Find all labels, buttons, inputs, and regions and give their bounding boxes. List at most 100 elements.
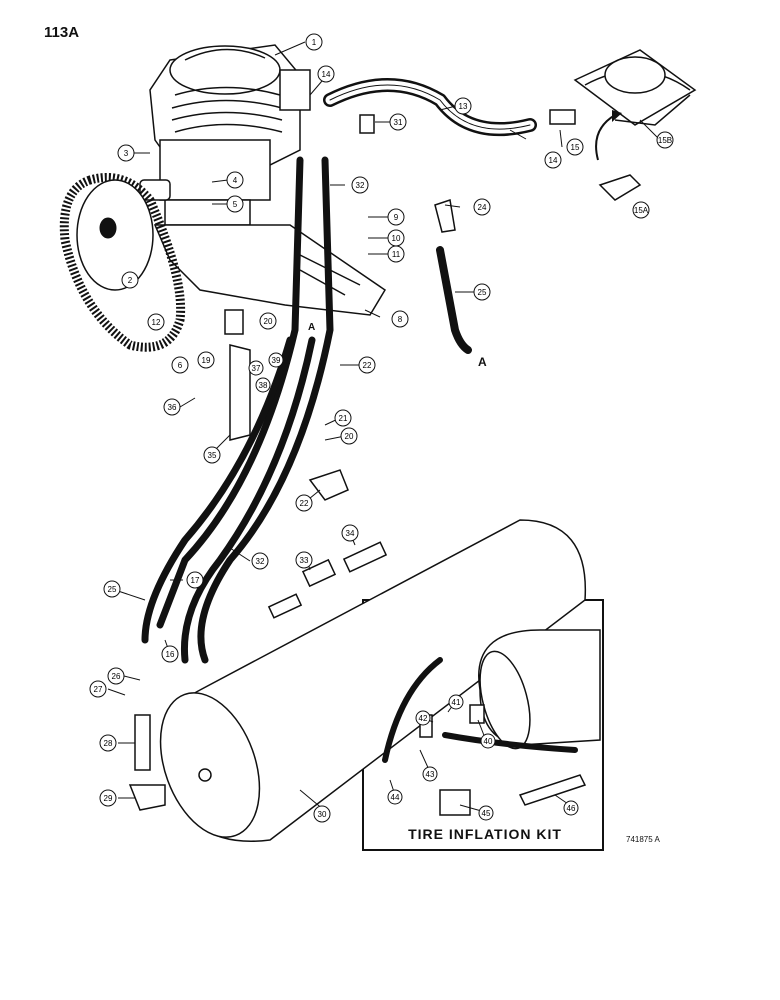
svg-text:8: 8 <box>398 315 403 324</box>
svg-text:1: 1 <box>312 38 317 47</box>
svg-text:33: 33 <box>300 556 309 565</box>
svg-text:14: 14 <box>322 70 331 79</box>
callout-41: 41 <box>448 694 464 710</box>
svg-text:21: 21 <box>339 414 348 423</box>
mounting-plate <box>153 224 387 316</box>
drive-belt <box>59 173 186 352</box>
svg-text:22: 22 <box>363 361 372 370</box>
callout-43: 43 <box>422 766 438 782</box>
callout-29: 29 <box>99 789 117 807</box>
fittings <box>128 109 642 816</box>
arrow-head-icon <box>612 110 622 122</box>
callout-15: 15 <box>566 138 584 156</box>
callout-15b: 15B <box>656 131 674 149</box>
callout-28: 28 <box>99 734 117 752</box>
svg-text:9: 9 <box>394 213 399 222</box>
callout-19: 19 <box>197 351 215 369</box>
page-number: 113A <box>44 24 80 41</box>
callout-1: 1 <box>305 33 323 51</box>
callout-39: 39 <box>268 352 284 368</box>
svg-text:25: 25 <box>108 585 117 594</box>
air-tank <box>159 519 587 842</box>
callout-40: 40 <box>480 733 496 749</box>
callout-8: 8 <box>391 310 409 328</box>
svg-text:30: 30 <box>318 810 327 819</box>
drawing-code: 741875 A <box>626 835 660 844</box>
svg-text:41: 41 <box>452 698 461 707</box>
svg-text:26: 26 <box>112 672 121 681</box>
svg-text:2: 2 <box>128 276 133 285</box>
callout-32: 32 <box>351 176 369 194</box>
callout-20: 20 <box>259 312 277 330</box>
svg-text:14: 14 <box>549 156 558 165</box>
svg-text:22: 22 <box>300 499 309 508</box>
plate-slot <box>299 269 346 296</box>
svg-text:19: 19 <box>202 356 211 365</box>
svg-text:35: 35 <box>208 451 217 460</box>
callout-14: 14 <box>317 65 335 83</box>
callout-44: 44 <box>387 789 403 805</box>
svg-text:25: 25 <box>478 288 487 297</box>
callout-2: 2 <box>121 271 139 289</box>
callout-22: 22 <box>295 494 313 512</box>
svg-text:43: 43 <box>426 770 435 779</box>
callout-11: 11 <box>387 245 405 263</box>
svg-text:11: 11 <box>392 250 401 259</box>
svg-text:27: 27 <box>94 685 103 694</box>
svg-text:17: 17 <box>191 576 200 585</box>
callout-35: 35 <box>203 446 221 464</box>
callout-3: 3 <box>117 144 135 162</box>
inset-tank <box>478 629 601 750</box>
reference-a-upper: A <box>308 322 316 333</box>
callout-33: 33 <box>295 551 313 569</box>
arrow-line <box>595 114 616 161</box>
compressor <box>139 44 311 226</box>
callout-46: 46 <box>563 800 579 816</box>
callout-14: 14 <box>544 151 562 169</box>
svg-text:32: 32 <box>356 181 365 190</box>
callout-26: 26 <box>107 667 125 685</box>
callout-36: 36 <box>163 398 181 416</box>
svg-text:20: 20 <box>345 432 354 441</box>
svg-text:15: 15 <box>571 143 580 152</box>
hoses <box>141 78 578 763</box>
callout-6: 6 <box>171 356 189 374</box>
callout-25: 25 <box>473 283 491 301</box>
svg-text:6: 6 <box>178 361 183 370</box>
svg-text:15B: 15B <box>658 136 672 145</box>
svg-text:45: 45 <box>482 809 491 818</box>
svg-text:36: 36 <box>168 403 177 412</box>
callout-5: 5 <box>226 195 244 213</box>
svg-text:13: 13 <box>459 102 468 111</box>
svg-text:32: 32 <box>256 557 265 566</box>
callout-markers: 1 2 3 4 5 6 8 9 10 11 12 13 14 14 15 15A… <box>89 33 674 823</box>
flange-assembly <box>573 49 697 126</box>
svg-text:34: 34 <box>346 529 355 538</box>
svg-text:46: 46 <box>567 804 576 813</box>
svg-text:38: 38 <box>259 381 268 390</box>
callout-16: 16 <box>161 645 179 663</box>
callout-22: 22 <box>358 356 376 374</box>
callout-25: 25 <box>103 580 121 598</box>
callout-27: 27 <box>89 680 107 698</box>
svg-text:16: 16 <box>166 650 175 659</box>
callout-42: 42 <box>415 710 431 726</box>
callout-9: 9 <box>387 208 405 226</box>
svg-text:4: 4 <box>233 176 238 185</box>
svg-text:31: 31 <box>394 118 403 127</box>
callout-38: 38 <box>255 377 271 393</box>
callout-34: 34 <box>341 524 359 542</box>
inset-title: TIRE INFLATION KIT <box>408 826 562 842</box>
svg-text:29: 29 <box>104 794 113 803</box>
callout-10: 10 <box>387 229 405 247</box>
svg-text:28: 28 <box>104 739 113 748</box>
callout-13: 13 <box>454 97 472 115</box>
svg-text:12: 12 <box>152 318 161 327</box>
svg-text:3: 3 <box>124 149 129 158</box>
svg-text:42: 42 <box>419 714 428 723</box>
svg-text:37: 37 <box>252 364 261 373</box>
svg-text:5: 5 <box>233 200 238 209</box>
callout-12: 12 <box>147 313 165 331</box>
callout-17: 17 <box>186 571 204 589</box>
callout-32: 32 <box>251 552 269 570</box>
